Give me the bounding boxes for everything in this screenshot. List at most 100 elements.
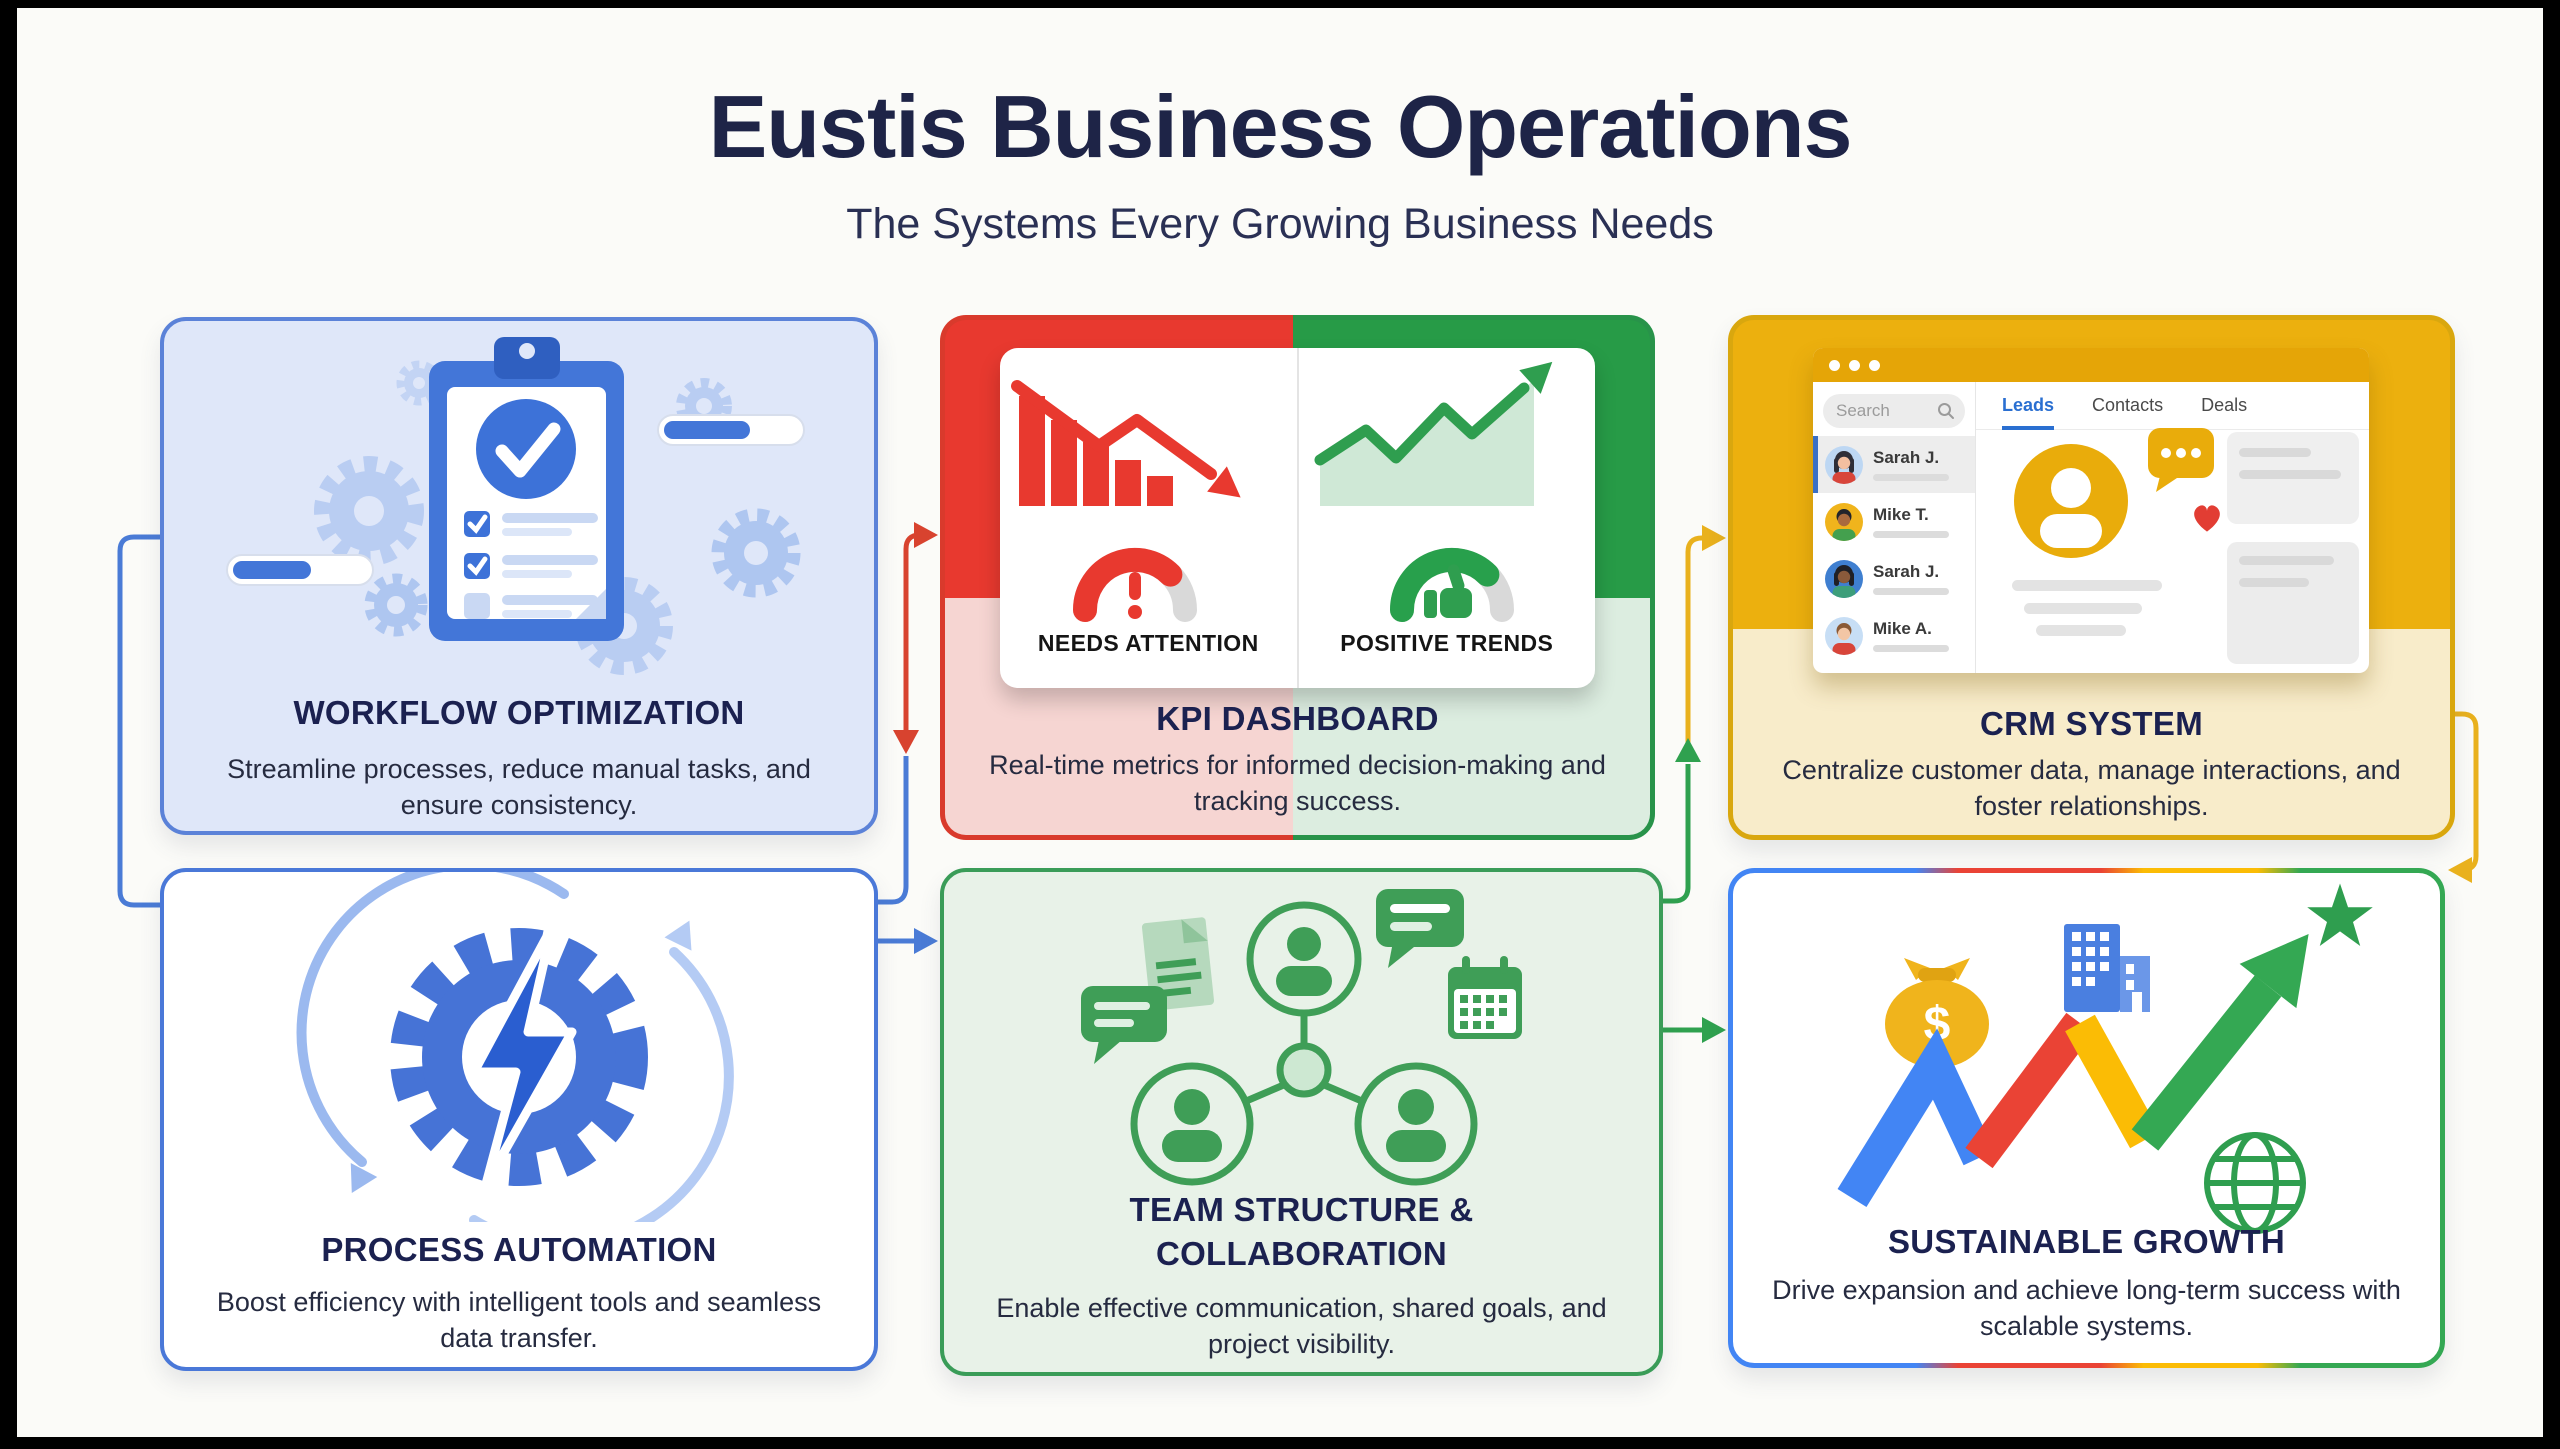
- growth-illustration: $: [1837, 883, 2373, 1234]
- contact-name: Sarah J.: [1873, 562, 1940, 581]
- contact-row[interactable]: Sarah J.: [1813, 436, 1975, 493]
- gear-icon: [364, 573, 428, 637]
- card-title: WORKFLOW OPTIMIZATION: [293, 694, 745, 731]
- card-description: Drive expansion and achieve long-term su…: [1772, 1275, 2401, 1341]
- kpi-negative-label: NEEDS ATTENTION: [1037, 630, 1259, 656]
- contact-row[interactable]: Mike A.: [1813, 607, 1975, 664]
- progress-bar-icon: [226, 554, 374, 586]
- detail-card-placeholder: [2227, 432, 2359, 524]
- connector-red: [903, 532, 921, 732]
- chat-bubble-icon: [2146, 426, 2216, 499]
- avatar: [1825, 502, 1863, 541]
- contact-row[interactable]: Sarah J.: [1813, 550, 1975, 607]
- card-description: Real-time metrics for informed decision-…: [989, 750, 1606, 816]
- contact-detail-placeholder: [1873, 474, 1949, 481]
- text-placeholder: [2012, 580, 2162, 591]
- tab-deals[interactable]: Deals: [2201, 395, 2248, 415]
- team-illustration: [1081, 889, 1522, 1186]
- text-placeholder: [2024, 603, 2142, 614]
- contact-detail-placeholder: [1873, 588, 1949, 595]
- building-icon: [2064, 924, 2150, 1012]
- card-crm-system: Search: [1728, 315, 2455, 840]
- star-icon: [2307, 883, 2373, 946]
- gear-icon: [711, 508, 801, 598]
- card-title: KPI DASHBOARD: [1156, 700, 1439, 737]
- connector-blue-down: [874, 756, 909, 905]
- window-control-dot[interactable]: [1829, 359, 1840, 371]
- window-title-bar: [1813, 348, 2369, 382]
- kpi-positive-half: POSITIVE TRENDS: [1299, 348, 1596, 688]
- automation-illustration: [296, 872, 734, 1222]
- card-team-structure: TEAM STRUCTURE & COLLABORATION Enable ef…: [940, 868, 1663, 1376]
- kpi-negative-half: NEEDS ATTENTION: [1000, 348, 1299, 688]
- avatar: [1825, 559, 1863, 598]
- kpi-positive-label: POSITIVE TRENDS: [1340, 630, 1554, 656]
- people-network-icon: [1130, 901, 1478, 1186]
- gear-bolt-icon: [390, 922, 648, 1189]
- chat-bubble-icon: [1081, 986, 1167, 1064]
- frame-right: [2543, 0, 2560, 1449]
- contact-name: Sarah J.: [1873, 448, 1940, 467]
- card-description: Enable effective communication, shared g…: [996, 1293, 1607, 1359]
- workflow-illustration: [226, 337, 805, 675]
- text-placeholder: [2036, 625, 2126, 636]
- crm-tab-bar: Leads Contacts Deals: [1976, 382, 2369, 430]
- avatar: [1825, 445, 1863, 484]
- search-placeholder: Search: [1836, 401, 1890, 420]
- window-control-dot[interactable]: [1849, 359, 1860, 371]
- kpi-panel: NEEDS ATTENTION: [1000, 348, 1595, 688]
- card-title: SUSTAINABLE GROWTH: [1887, 1223, 2286, 1260]
- heart-icon: [2190, 502, 2224, 539]
- contact-row[interactable]: Mike T.: [1813, 493, 1975, 550]
- connector-yellow-up: [1685, 535, 1703, 748]
- checklist-row-checked: [464, 553, 598, 579]
- frame-left: [0, 0, 17, 1449]
- multicolor-border: [1728, 868, 2445, 1368]
- card-description: Streamline processes, reduce manual task…: [227, 754, 811, 820]
- frame-bottom: [0, 1437, 2560, 1449]
- card-workflow-optimization: WORKFLOW OPTIMIZATION Streamline process…: [160, 317, 878, 835]
- detail-card-placeholder: [2227, 542, 2359, 664]
- card-title: TEAM STRUCTURE & COLLABORATION: [1129, 1191, 1474, 1272]
- money-bag-icon: $: [1885, 958, 1989, 1068]
- person-icon: [2040, 468, 2102, 548]
- crm-main-panel: Leads Contacts Deals: [1976, 382, 2369, 673]
- lead-avatar-large: [2014, 444, 2128, 558]
- crm-sidebar: Search: [1813, 382, 1976, 673]
- search-input[interactable]: Search: [1823, 394, 1965, 428]
- card-kpi-dashboard: NEEDS ATTENTION: [940, 315, 1655, 840]
- card-title: CRM SYSTEM: [1979, 705, 2203, 742]
- growth-arrow-icon: [1837, 933, 2309, 1207]
- card-sustainable-growth: $: [1728, 868, 2445, 1368]
- progress-bar-icon: [657, 414, 805, 446]
- chat-bubble-icon: [1376, 889, 1464, 968]
- line-chart-up-icon: [1314, 361, 1553, 622]
- card-description: Centralize customer data, manage interac…: [1782, 755, 2401, 821]
- card-process-automation: PROCESS AUTOMATION Boost efficiency with…: [160, 868, 878, 1371]
- bar-chart-down-icon: [1011, 380, 1241, 622]
- checklist-row-empty: [464, 593, 598, 619]
- page-title: Eustis Business Operations: [708, 77, 1853, 176]
- frame-top: [0, 0, 2560, 8]
- crm-window-body: Search: [1813, 382, 2369, 673]
- avatar: [1825, 616, 1863, 655]
- contact-name: Mike A.: [1873, 619, 1932, 638]
- cycle-arrows-icon: [296, 872, 734, 1222]
- card-title: PROCESS AUTOMATION: [321, 1231, 717, 1268]
- contact-detail-placeholder: [1873, 531, 1949, 538]
- tab-contacts[interactable]: Contacts: [2092, 395, 2164, 415]
- checklist-row-checked: [464, 511, 598, 537]
- connector-team-up: [1656, 764, 1691, 904]
- tab-leads[interactable]: Leads: [2002, 395, 2055, 430]
- search-icon: [1938, 403, 1954, 419]
- gauge-alert-icon: [1073, 547, 1198, 622]
- gear-icon: [314, 456, 424, 566]
- window-control-dot[interactable]: [1869, 359, 1880, 371]
- card-description: Boost efficiency with intelligent tools …: [216, 1287, 822, 1353]
- calendar-icon: [1448, 956, 1522, 1039]
- gauge-thumbs-up-icon: [1389, 547, 1514, 622]
- page-subtitle: The Systems Every Growing Business Needs: [846, 200, 1714, 248]
- contact-detail-placeholder: [1873, 645, 1949, 652]
- globe-icon: [2204, 1132, 2306, 1234]
